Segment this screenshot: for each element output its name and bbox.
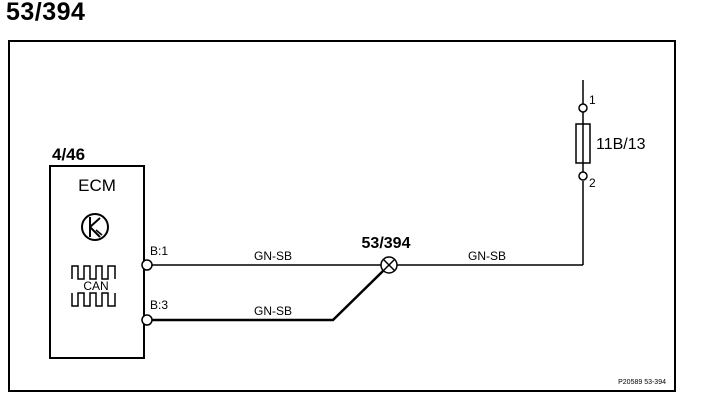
ecm-box[interactable] xyxy=(49,165,145,359)
ecm-pin-b3-terminal[interactable] xyxy=(141,314,153,326)
wire-label-pin3: GN-SB xyxy=(254,304,292,318)
fuse-ref-label: 11B/13 xyxy=(596,136,646,153)
fuse-pin1-label: 1 xyxy=(589,93,596,107)
ecm-name-label: ECM xyxy=(78,176,116,195)
page-title: 53/394 xyxy=(6,0,86,26)
k-line-icon xyxy=(81,213,109,241)
ecm-ref-label: 4/46 xyxy=(52,145,85,164)
wire-label-pin1: GN-SB xyxy=(254,249,292,263)
ecm-pin-b1-label: B:1 xyxy=(150,244,168,258)
wire-label-fuse: GN-SB xyxy=(468,249,506,263)
splice-cross-icon[interactable] xyxy=(380,256,398,274)
ecm-pin-b3-label: B:3 xyxy=(150,298,168,312)
diagram-frame xyxy=(8,40,676,392)
ecm-pin-b1-terminal[interactable] xyxy=(141,259,153,271)
can-label: CAN xyxy=(83,279,108,293)
splice-ref-label: 53/394 xyxy=(362,235,411,252)
fuse-pin1-terminal[interactable] xyxy=(578,103,588,113)
wire-ecm-pin3-to-splice[interactable] xyxy=(152,270,384,322)
fuse-pin2-terminal[interactable] xyxy=(578,171,588,181)
fuse-pin2-label: 2 xyxy=(589,176,596,190)
drawing-code: P20589 53-394 xyxy=(618,379,666,386)
can-bus-icon xyxy=(71,265,116,307)
